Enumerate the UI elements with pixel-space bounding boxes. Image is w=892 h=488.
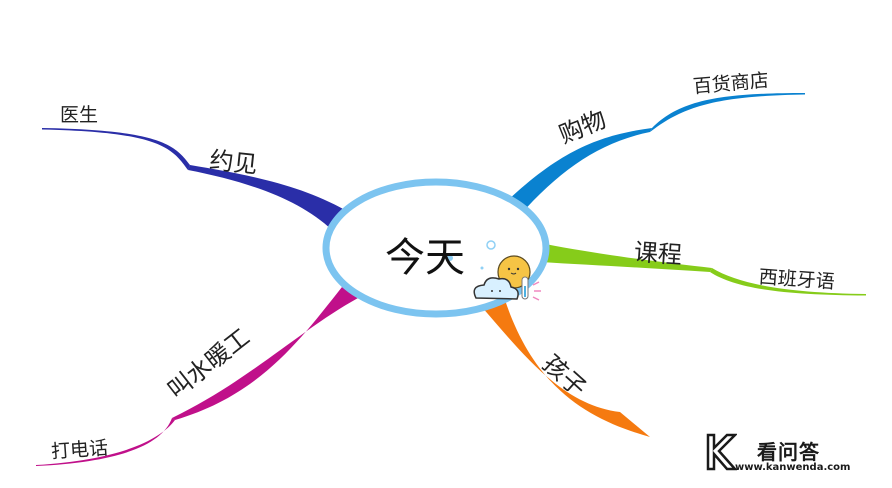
branch-label-appointment[interactable]: 约见 bbox=[208, 146, 259, 180]
weather-sun-cloud-icon bbox=[447, 240, 541, 301]
watermark-brand: 看问答 bbox=[757, 440, 820, 464]
sub-branch-label-doctor[interactable]: 医生 bbox=[60, 104, 99, 126]
center-node-label: 今天 bbox=[385, 235, 465, 281]
sub-branch-label-spanish[interactable]: 西班牙语 bbox=[758, 266, 836, 294]
branch-shopping[interactable] bbox=[503, 128, 652, 215]
sub-branch-call[interactable] bbox=[36, 418, 175, 466]
branch-appointment[interactable] bbox=[188, 165, 345, 230]
sub-branch-spanish[interactable] bbox=[710, 268, 866, 296]
branch-label-course[interactable]: 课程 bbox=[633, 238, 683, 270]
kanwenda-logo-icon bbox=[706, 433, 739, 471]
watermark: 看问答 www.kanwenda.com bbox=[705, 432, 855, 478]
sub-branch-doctor[interactable] bbox=[42, 128, 190, 170]
branch-course[interactable] bbox=[535, 242, 712, 272]
watermark-url: www.kanwenda.com bbox=[735, 462, 851, 473]
sub-branch-dept-store[interactable] bbox=[650, 93, 805, 132]
branch-kids[interactable] bbox=[480, 300, 650, 437]
sub-branch-label-call[interactable]: 打电话 bbox=[50, 437, 109, 464]
branch-plumber[interactable] bbox=[172, 287, 358, 420]
